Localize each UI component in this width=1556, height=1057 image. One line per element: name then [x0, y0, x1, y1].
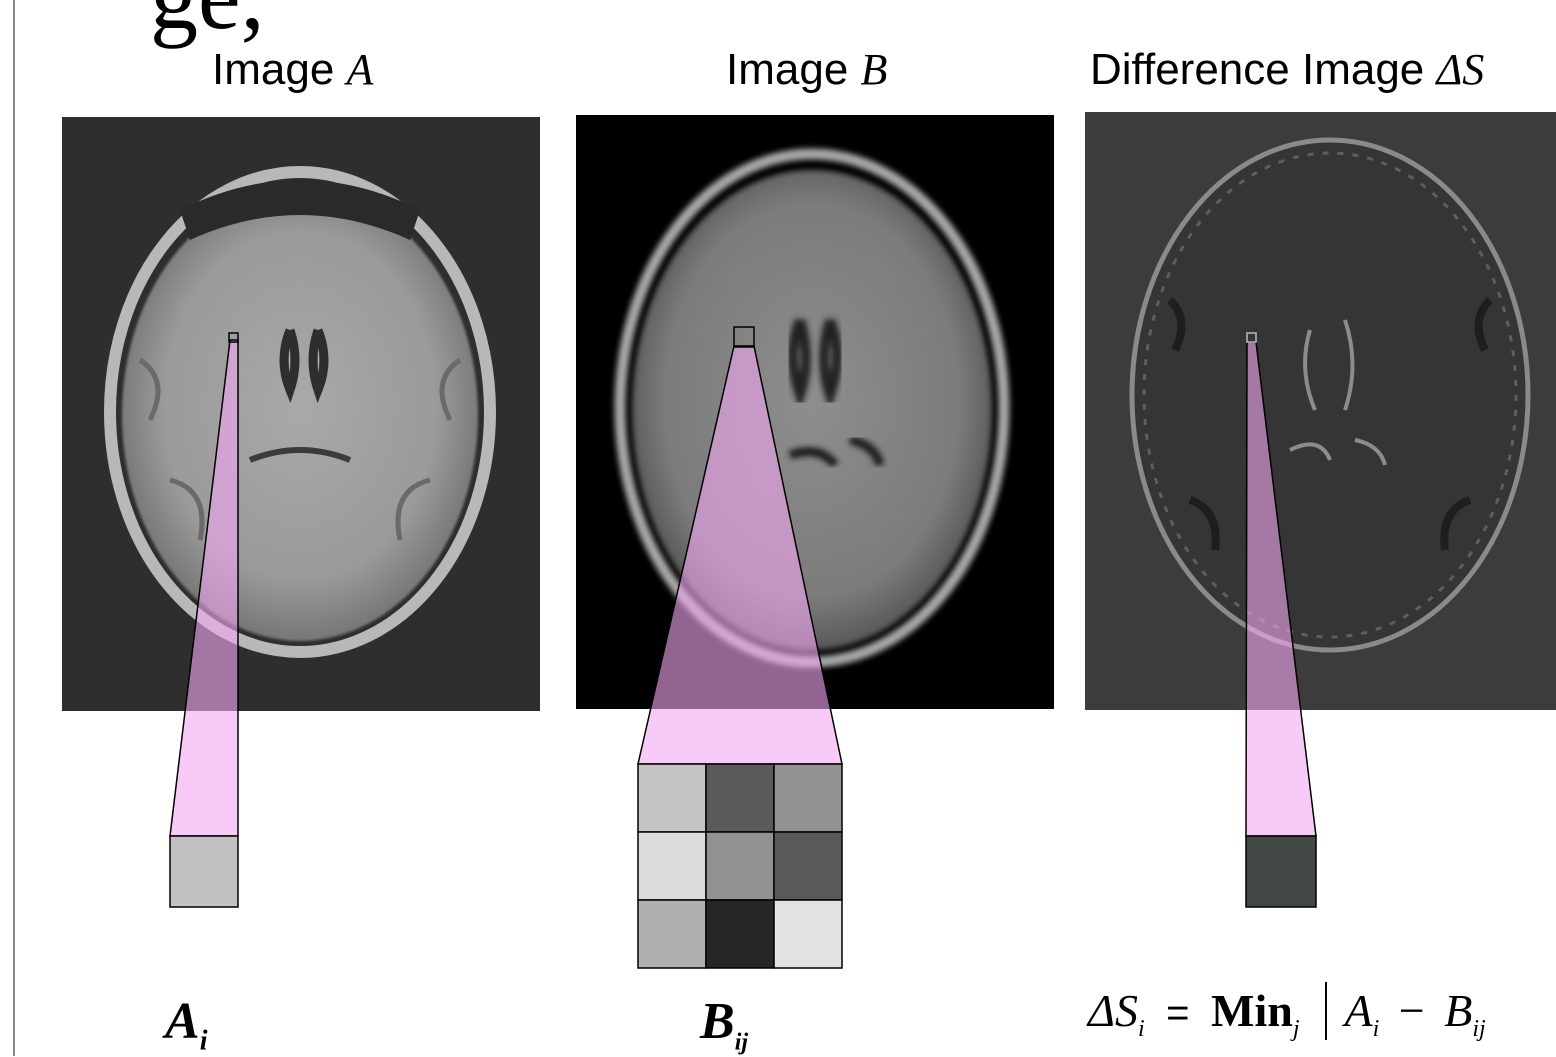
difference-equation: ΔSi = Minj Ai − Bij	[1088, 982, 1486, 1043]
mri-difference-image	[1085, 112, 1556, 710]
difference-dark-regions	[1167, 297, 1493, 551]
eq-term-b: B	[1444, 985, 1473, 1036]
neighborhood-marker-b	[733, 326, 755, 348]
eq-equals: =	[1166, 991, 1190, 1035]
pixel-marker-difference	[1246, 332, 1257, 343]
slide-left-border	[13, 0, 15, 1056]
eq-min-sub: j	[1292, 1016, 1300, 1043]
label-b-sub: ij	[734, 1029, 749, 1056]
neighborhood-cell	[773, 899, 843, 969]
image-b-ventricle-posterior	[788, 435, 885, 468]
eq-abs-bar	[1324, 982, 1327, 1040]
eq-term-a-sub: i	[1372, 1016, 1380, 1043]
panel-title-prefix: Image	[212, 45, 347, 94]
panel-title-prefix: Image	[726, 45, 861, 94]
label-a-main: A	[165, 993, 200, 1050]
pixel-difference-enlarged	[1245, 835, 1317, 908]
slide-title-fragment: ge,	[150, 0, 265, 44]
image-b-ventricles	[788, 318, 842, 411]
panel-title-prefix: Difference Image	[1090, 45, 1437, 94]
difference-cortex-texture	[1142, 151, 1518, 639]
panel-title-image-b: Image B	[726, 44, 887, 95]
label-b-ij: Bij	[700, 992, 748, 1056]
image-a-sulci	[138, 357, 462, 541]
panel-title-symbol: A	[346, 45, 374, 94]
eq-lhs: ΔS	[1088, 985, 1138, 1036]
difference-ventricle-edges	[1289, 319, 1387, 466]
eq-term-a: A	[1344, 985, 1373, 1036]
neighborhood-cell	[637, 831, 707, 901]
label-b-main: B	[700, 993, 735, 1050]
neighborhood-cell	[705, 899, 775, 969]
eq-minus: −	[1398, 985, 1425, 1036]
panel-title-symbol: B	[860, 45, 888, 94]
eq-min-operator: Min	[1211, 985, 1293, 1036]
image-a-ventricle-posterior	[248, 447, 352, 463]
panel-title-symbol: ΔS	[1436, 45, 1485, 94]
pixel-a-enlarged	[169, 835, 239, 908]
panel-title-image-a: Image A	[212, 44, 373, 95]
neighborhood-cell	[773, 763, 843, 833]
label-a-sub: i	[199, 1025, 208, 1057]
neighborhood-cell	[705, 763, 775, 833]
neighborhood-cell	[637, 763, 707, 833]
difference-brain	[1129, 137, 1531, 653]
neighborhood-cell	[637, 899, 707, 969]
image-a-frontal-dark	[180, 180, 420, 240]
neighborhood-grid-b	[637, 763, 843, 969]
mri-image-b	[576, 115, 1054, 709]
pixel-marker-a	[228, 332, 239, 343]
mri-image-a	[62, 117, 540, 711]
neighborhood-cell	[705, 831, 775, 901]
image-a-brain	[122, 189, 478, 641]
eq-lhs-sub: i	[1138, 1016, 1145, 1043]
neighborhood-cell	[773, 831, 843, 901]
label-a-i: Ai	[165, 992, 207, 1057]
image-a-ventricles	[279, 328, 329, 404]
image-a-skull	[104, 166, 496, 658]
eq-term-b-sub: ij	[1472, 1016, 1486, 1043]
panel-title-difference: Difference Image ΔS	[1090, 44, 1484, 95]
